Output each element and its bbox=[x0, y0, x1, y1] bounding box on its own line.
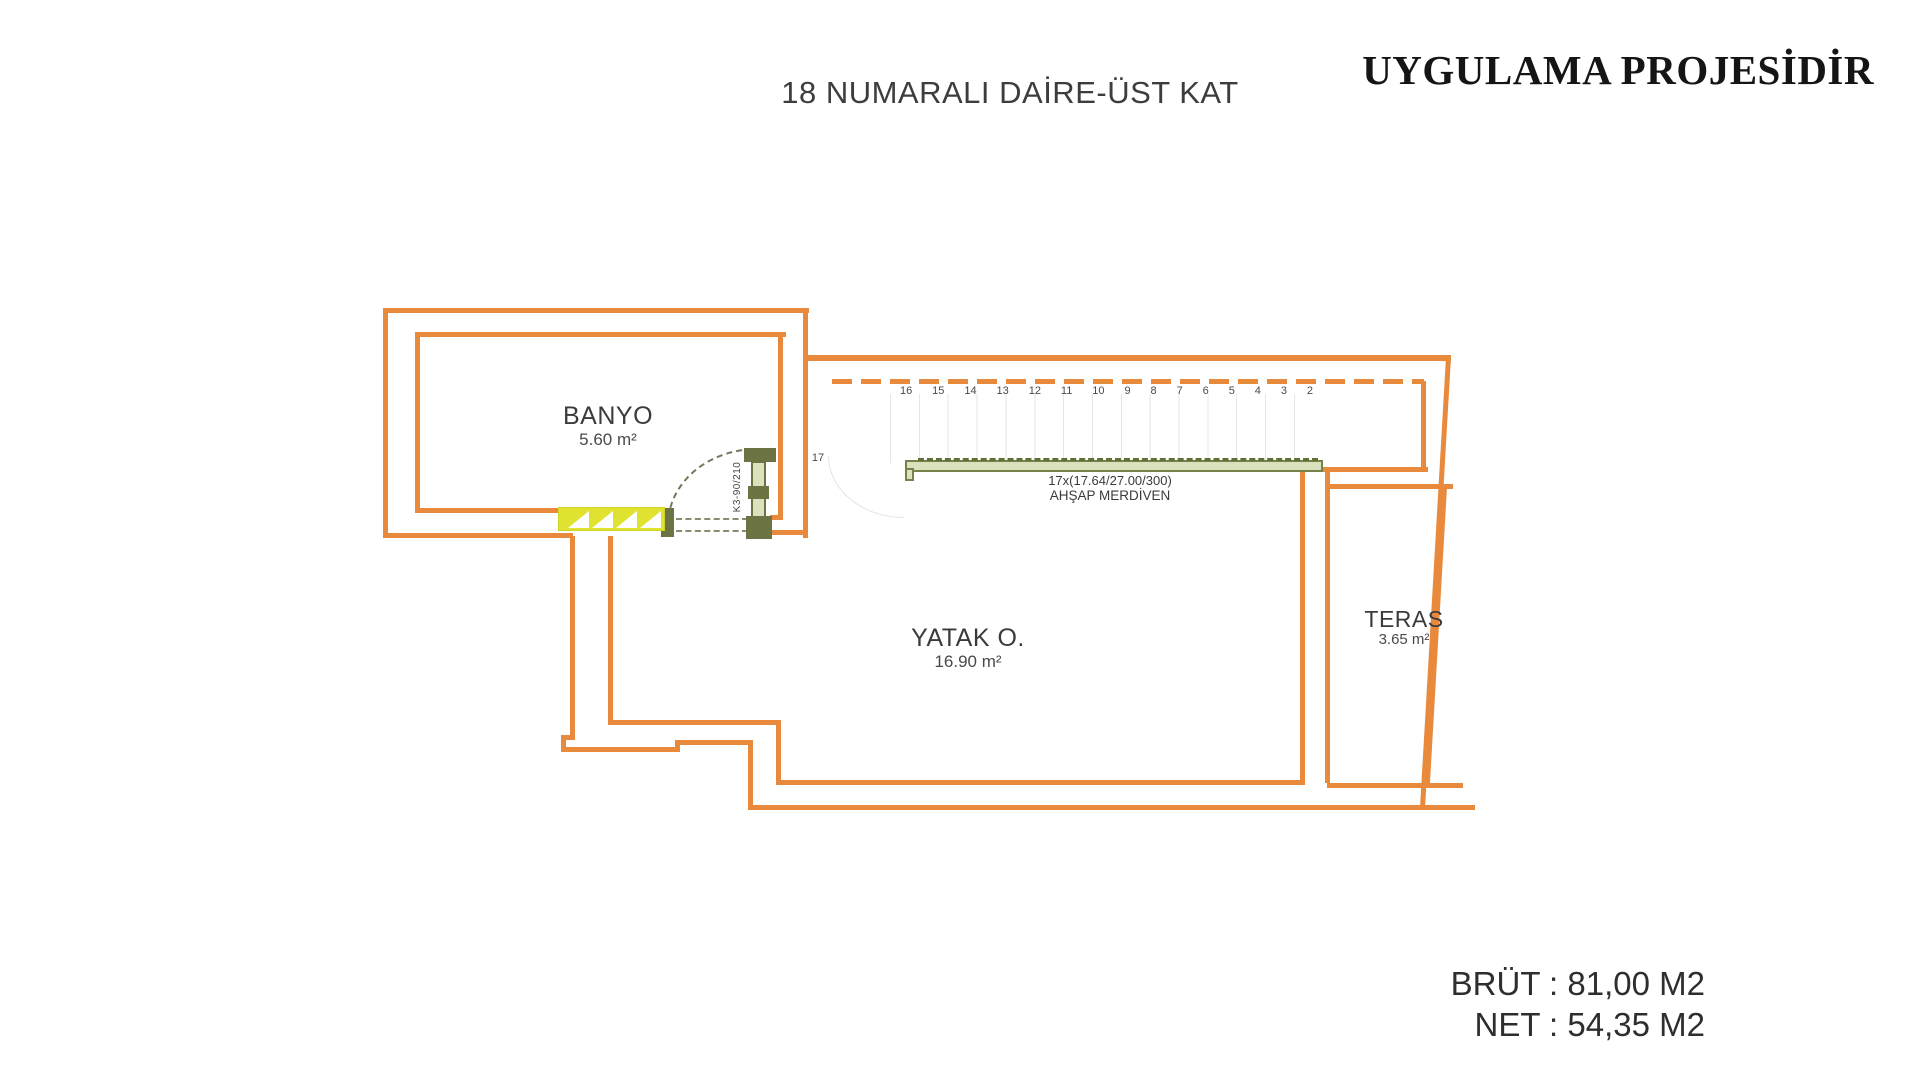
tread-number: 14 bbox=[964, 385, 977, 397]
area-totals: BRÜT : 81,00 M2 NET : 54,35 M2 bbox=[1400, 963, 1705, 1045]
tread-number: 4 bbox=[1254, 385, 1261, 397]
wall-stair-top bbox=[806, 355, 1451, 361]
wall-stair-bottom-inner bbox=[1300, 467, 1428, 472]
wall-divider-right bbox=[1325, 467, 1330, 783]
wall-banyo-bottom-inner bbox=[415, 508, 567, 513]
wall-bottom-outer-2 bbox=[675, 740, 753, 745]
wall-banyo-top-outer bbox=[383, 308, 809, 313]
stair-treads bbox=[890, 394, 1323, 463]
tread-number: 8 bbox=[1150, 385, 1157, 397]
tread-number: 11 bbox=[1060, 385, 1073, 397]
wall-yatak-bottom-inner bbox=[776, 780, 1305, 785]
wall-stair-dashed bbox=[832, 379, 1424, 384]
stair-spec-label: 17x(17.64/27.00/300) bbox=[1048, 473, 1172, 488]
tread-number: 5 bbox=[1228, 385, 1235, 397]
door-leaf-mid-block bbox=[748, 486, 769, 499]
wall-stair-right-inner bbox=[1421, 381, 1426, 472]
door-leaf-top-cap bbox=[744, 448, 776, 462]
tread-number: 2 bbox=[1306, 385, 1314, 397]
stair-stringer-dashes bbox=[918, 458, 1318, 461]
room-label-teras: TERAS bbox=[1364, 606, 1444, 632]
wall-yatak-left-outer bbox=[570, 536, 575, 740]
room-label-yatak: YATAK O. bbox=[911, 624, 1025, 652]
stair-type-label: AHŞAP MERDİVEN bbox=[1049, 488, 1171, 503]
room-label-banyo: BANYO bbox=[562, 402, 654, 430]
wall-yatak-left-inner bbox=[608, 536, 613, 725]
wall-door-side-outer bbox=[766, 530, 808, 535]
tread-number: 7 bbox=[1176, 385, 1183, 397]
tread-number: 6 bbox=[1202, 385, 1209, 397]
wall-bottom-step-2 bbox=[748, 740, 753, 810]
page-title: 18 NUMARALI DAİRE-ÜST KAT bbox=[781, 75, 1239, 110]
wall-bottom-step-1 bbox=[675, 740, 680, 752]
wall-yatak-bottom-inner-left bbox=[610, 720, 781, 725]
wall-door-side-inner bbox=[770, 515, 783, 520]
wall-banyo-right-outer bbox=[803, 308, 808, 538]
wall-banyo-left-inner bbox=[415, 332, 420, 513]
stair-walkline-arc bbox=[828, 456, 904, 518]
tread-number: 12 bbox=[1028, 385, 1041, 397]
duct-hatch-bar bbox=[558, 507, 665, 531]
stair-stringer-hook bbox=[905, 468, 914, 481]
wall-banyo-right-inner bbox=[778, 332, 783, 520]
wall-notch-top bbox=[561, 735, 575, 740]
duct-hatch-triangle bbox=[592, 511, 613, 528]
stair-stringer-bar bbox=[905, 460, 1323, 472]
tread-number: 16 bbox=[899, 385, 913, 397]
duct-hatch-triangle bbox=[640, 511, 661, 528]
tread-number: 15 bbox=[932, 385, 945, 397]
door-opening-dash-top bbox=[676, 518, 748, 520]
stair-tread-numbers: 16 15 14 13 12 11 10 9 8 7 6 5 4 3 2 bbox=[890, 384, 1323, 398]
tread-number: 10 bbox=[1092, 385, 1105, 397]
wall-banyo-top-inner bbox=[415, 332, 786, 337]
wall-divider-left bbox=[1300, 467, 1305, 785]
door-size-label: K3-90/210 bbox=[732, 461, 743, 513]
duct-hatch-triangle bbox=[616, 511, 637, 528]
stair-top-tread-label: 17 bbox=[811, 452, 825, 464]
net-total: NET : 54,35 M2 bbox=[1474, 1006, 1705, 1043]
room-area-yatak: 16.90 m² bbox=[934, 652, 1002, 671]
wall-bottom-outer-1 bbox=[561, 747, 680, 752]
door-hinge-jamb bbox=[746, 516, 772, 539]
stamp-text: UYGULAMA PROJESİDİR bbox=[1362, 47, 1874, 93]
tread-number: 13 bbox=[996, 385, 1009, 397]
wall-banyo-bottom-outer bbox=[383, 533, 573, 538]
wall-notch-left bbox=[561, 735, 566, 752]
wall-teras-bottom-inner bbox=[1327, 783, 1463, 788]
duct-hatch-triangle bbox=[568, 511, 589, 528]
door-opening-dash-bottom bbox=[676, 530, 748, 532]
tread-number: 3 bbox=[1280, 385, 1287, 397]
wall-banyo-left-outer bbox=[383, 308, 388, 538]
wall-bottom-outer-3 bbox=[748, 805, 1475, 810]
tread-number: 9 bbox=[1124, 385, 1131, 397]
room-area-banyo: 5.60 m² bbox=[579, 430, 637, 449]
wall-teras-top bbox=[1325, 484, 1453, 489]
room-area-teras: 3.65 m² bbox=[1378, 631, 1430, 648]
wall-yatak-bottom-step bbox=[776, 720, 781, 785]
brut-total: BRÜT : 81,00 M2 bbox=[1450, 965, 1705, 1002]
